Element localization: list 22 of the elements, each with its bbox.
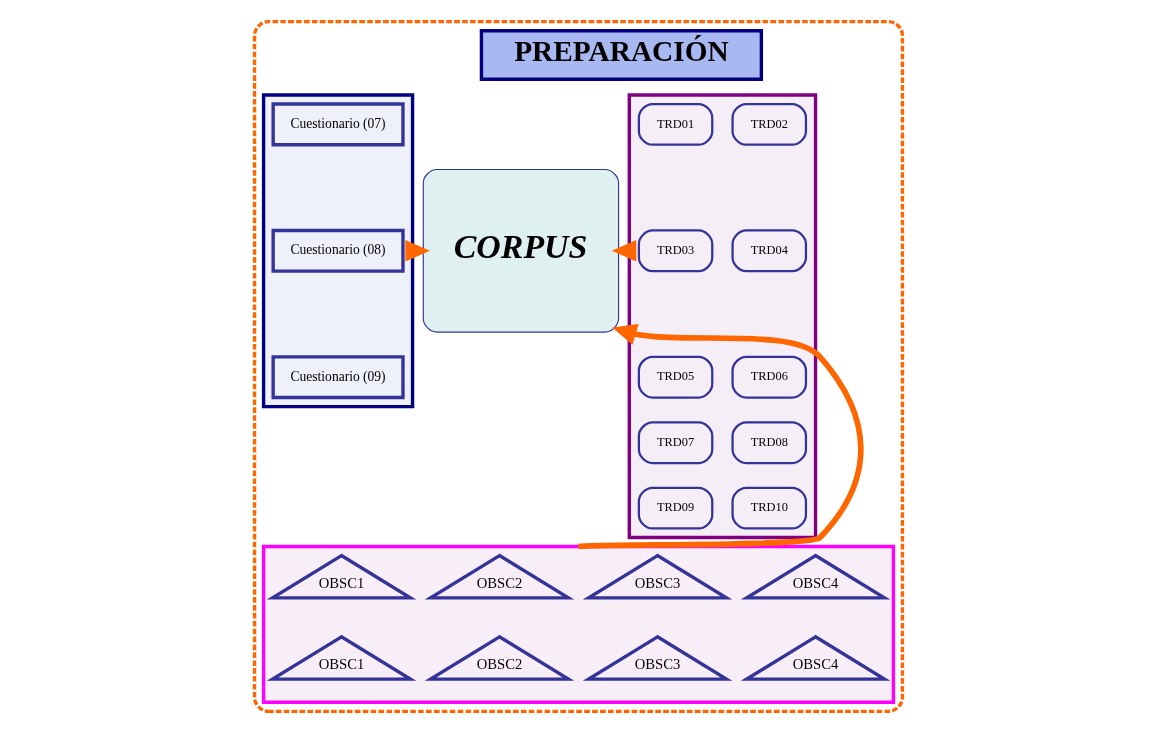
node-box: Cuestionario (09) <box>271 355 405 400</box>
arrow <box>405 240 430 262</box>
cluster <box>261 544 896 704</box>
node-box: TRD05 <box>637 355 714 399</box>
node-box: TRD07 <box>637 421 714 465</box>
arrow <box>611 240 637 262</box>
node-box: CORPUS <box>422 168 620 333</box>
node-box: TRD04 <box>731 229 808 273</box>
cluster <box>252 19 905 714</box>
cluster <box>627 93 818 540</box>
node-box: TRD10 <box>731 486 808 530</box>
node-box: PREPARACIÓN <box>479 29 764 81</box>
node-box: Cuestionario (08) <box>271 228 405 273</box>
node-box: TRD01 <box>637 102 714 146</box>
node-box: TRD06 <box>731 355 808 399</box>
arrow <box>578 324 864 550</box>
node-box: TRD08 <box>731 421 808 465</box>
node-box: TRD09 <box>637 486 714 530</box>
cluster <box>261 93 415 409</box>
node-box: TRD03 <box>637 229 714 273</box>
node-box: TRD02 <box>731 102 808 146</box>
node-box: Cuestionario (07) <box>271 102 405 147</box>
